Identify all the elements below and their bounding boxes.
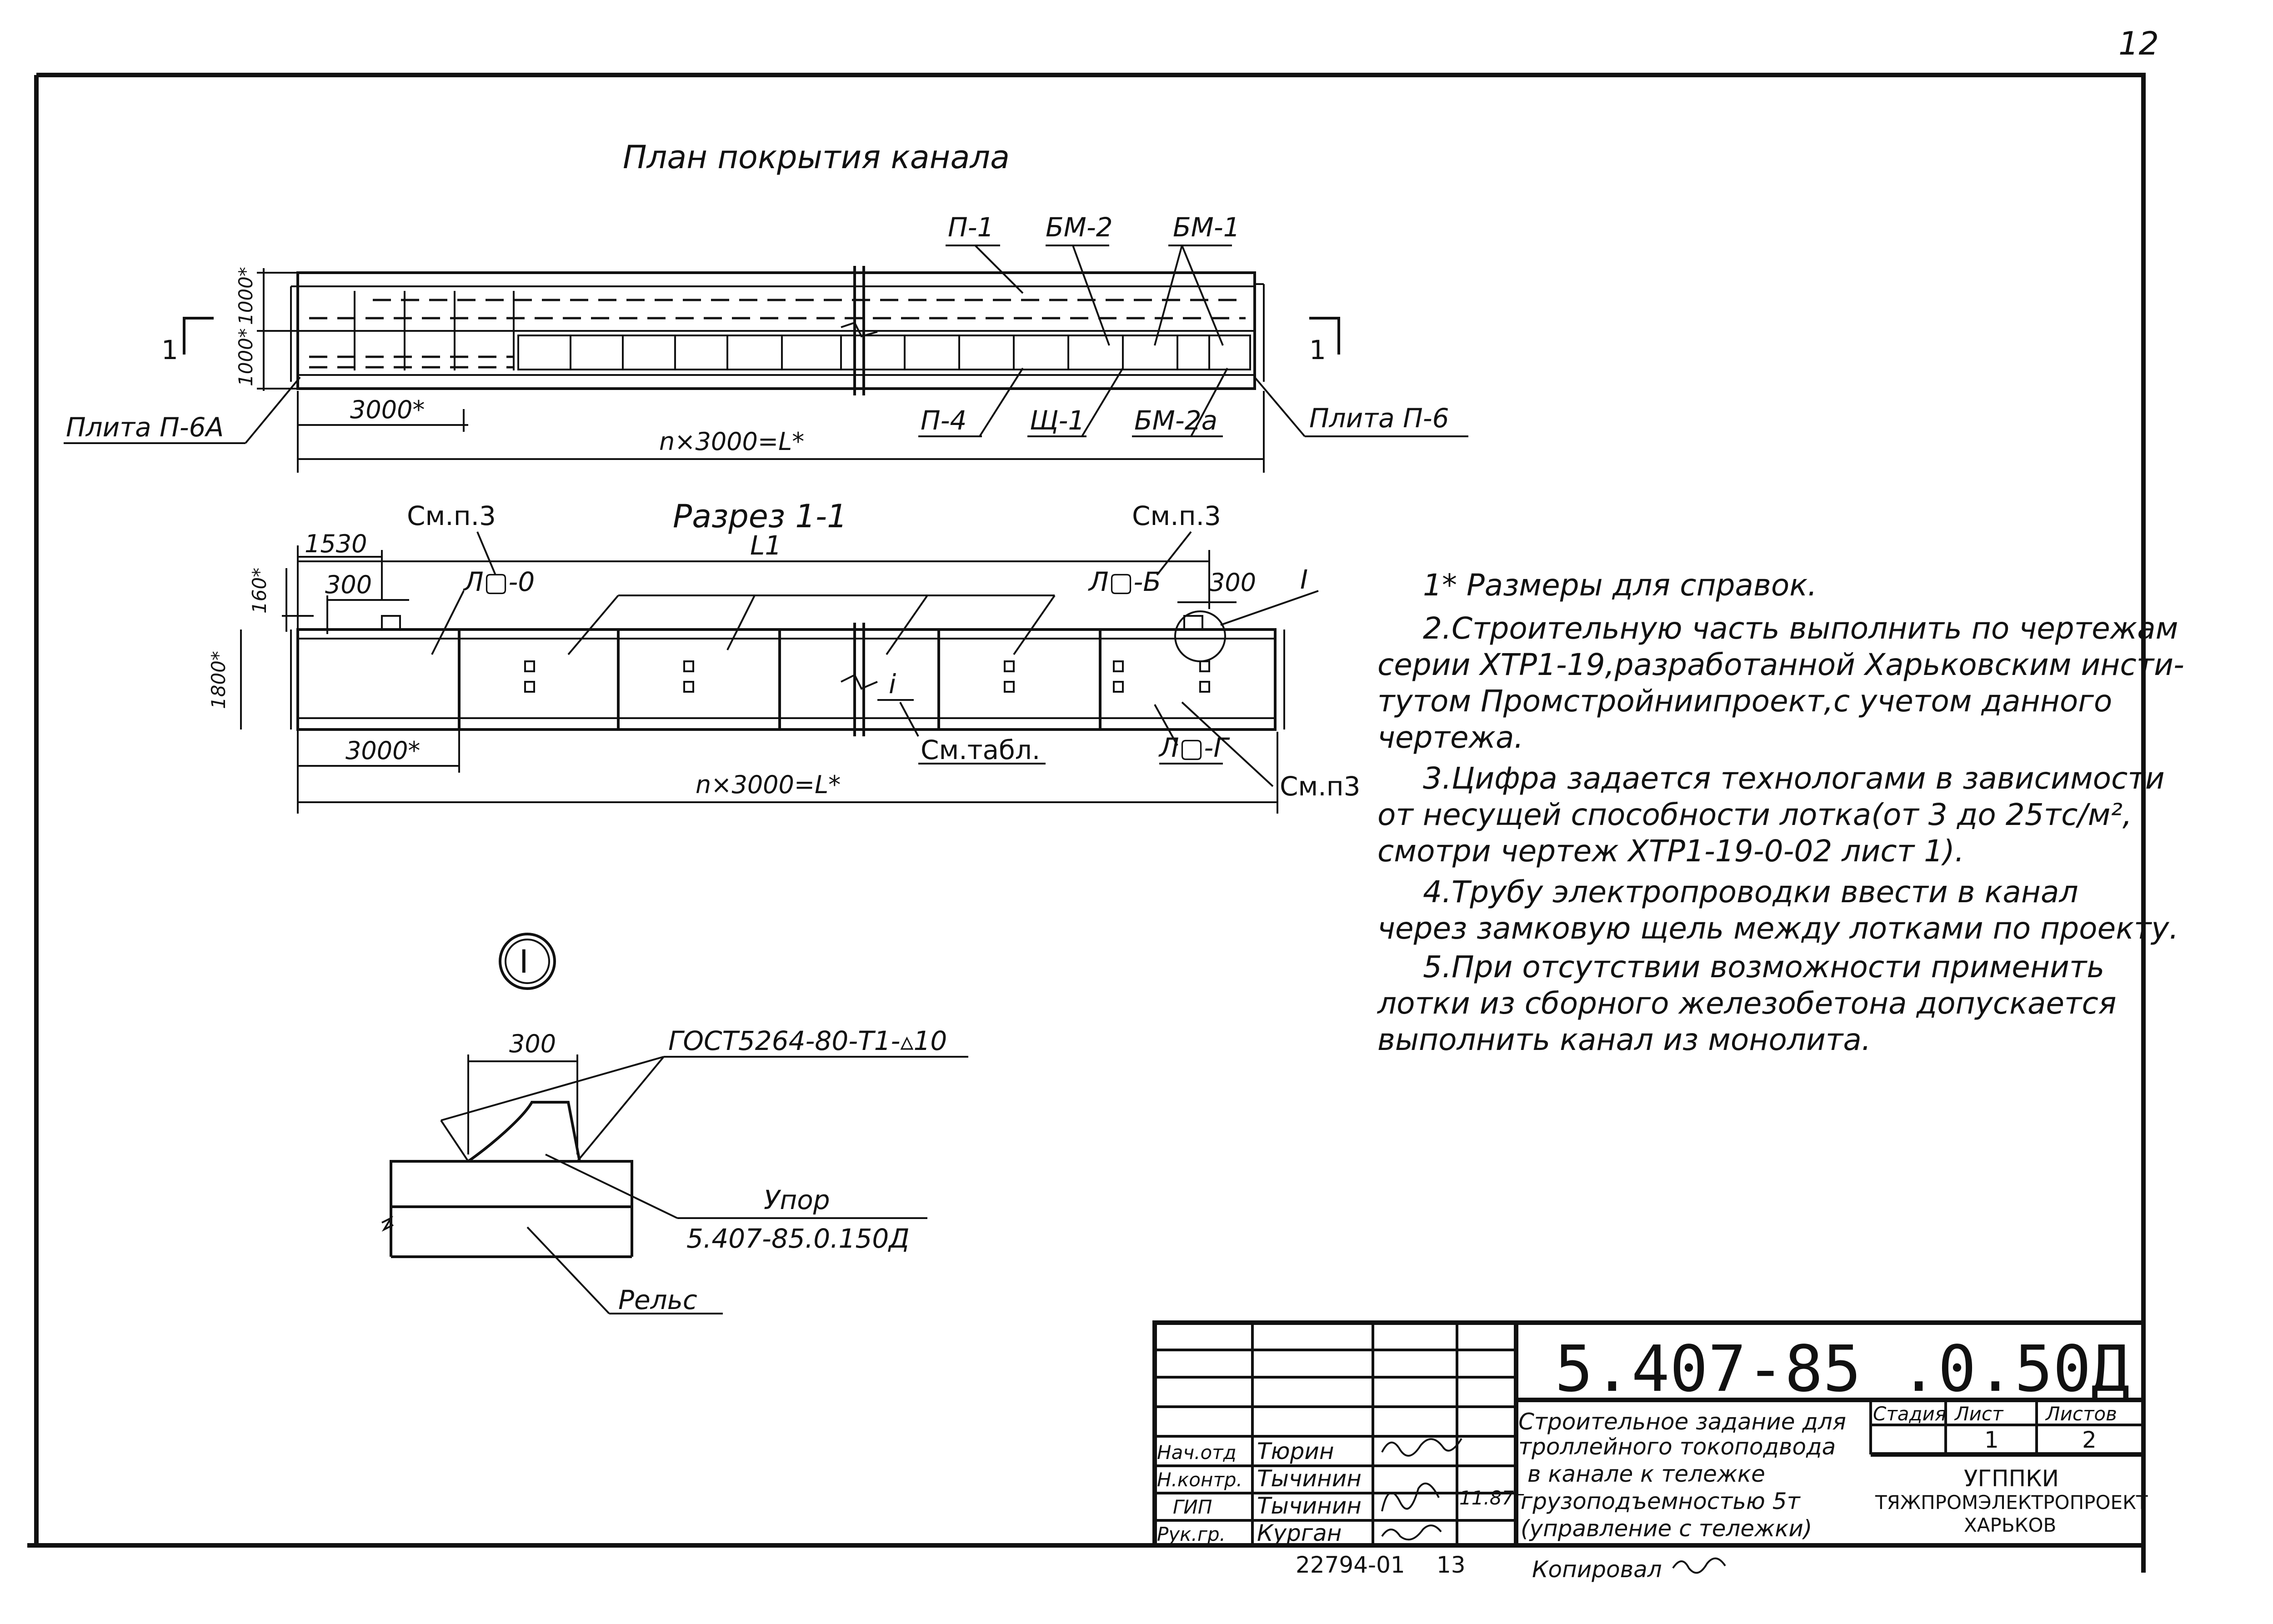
plan-view: План покрытия канала [64, 139, 1468, 473]
label-i: i [889, 669, 896, 700]
note-line: 3.Цифра задается технологами в зависимос… [1423, 761, 2165, 796]
dim-1800: 1800* [207, 651, 230, 709]
tb-sheet-header: Лист [1954, 1403, 2004, 1425]
label-l0: Л▢-0 [463, 566, 535, 597]
tb-description-line: троллейного токоподвода [1518, 1434, 1836, 1460]
note-line: через замковую щель между лотками по про… [1377, 911, 2178, 946]
detail-upor-code: 5.407-85.0.150Д [686, 1223, 910, 1254]
dim-300-left: 300 [325, 570, 372, 599]
label-p4: П-4 [921, 405, 966, 436]
tb-code: 5.407-85 .0.50Д [1555, 1332, 2129, 1406]
detail-view: I 300 ГОСТ5264-80-Т1-▵10 Упор 5.407-85.0… [381, 933, 968, 1315]
detail-mark: I [519, 943, 529, 980]
detail-rail: Рельс [618, 1284, 697, 1315]
plan-title: План покрытия канала [623, 139, 1010, 176]
dim-1000-top: 1000* [235, 267, 257, 325]
dim-160: 160* [248, 568, 270, 614]
tb-description-line: в канале к тележке [1527, 1461, 1765, 1487]
tb-description-line: грузоподъемностью 5т [1521, 1488, 1801, 1514]
tb-name: Тюрин [1257, 1438, 1334, 1464]
note-line: лотки из сборного железобетона допускает… [1377, 986, 2116, 1021]
tb-org-line: УГППКИ [1964, 1465, 2059, 1492]
label-sch1: Щ-1 [1030, 405, 1085, 436]
tb-stage-header: Стадия [1873, 1403, 1946, 1425]
tb-role: ГИП [1173, 1496, 1212, 1518]
tb-role: Рук.гр. [1157, 1523, 1226, 1545]
tb-sheets-header: Листов [2045, 1403, 2117, 1425]
label-smp3-left: См.п.3 [407, 500, 496, 531]
section-l1: L1 [750, 530, 781, 561]
dim-1530: 1530 [305, 530, 367, 558]
tb-copied: Копировал [1532, 1556, 1662, 1583]
notes: 1* Размеры для справок. 2.Строительную ч… [1377, 568, 2184, 1057]
label-plate-right: Плита П-6 [1309, 403, 1449, 434]
section-dim-3000: 3000* [345, 736, 420, 765]
label-bm2a: БМ-2а [1134, 405, 1217, 436]
page-number: 12 [2118, 25, 2159, 62]
note-line: 5.При отсутствии возможности применить [1423, 949, 2104, 984]
section-title: Разрез 1-1 [673, 498, 847, 535]
tb-inventory: 22794-01 [1296, 1552, 1405, 1578]
dim-1000-bottom: 1000* [235, 328, 257, 386]
tb-date: 11.87г [1459, 1487, 1524, 1509]
section-dim-total: n×3000=L* [696, 770, 841, 799]
tray-holes [524, 660, 1210, 693]
tray-joints [458, 630, 1101, 730]
tb-org-line: ТЯЖПРОМЭЛЕКТРОПРОЕКТ [1875, 1491, 2148, 1514]
tb-inventory-sheet: 13 [1437, 1552, 1466, 1578]
label-lb: Л▢-Б [1088, 566, 1161, 597]
detail-dim-300: 300 [509, 1029, 556, 1058]
section-view: Разрез 1-1 L1 1530 I [207, 498, 1361, 814]
title-block: Нач.отд Н.контр. ГИП Рук.гр. Тюрин Тычин… [1152, 1320, 2148, 1583]
label-plate-left: Плита П-6А [66, 412, 224, 443]
tb-org-line: ХАРЬКОВ [1964, 1514, 2056, 1536]
label-smp3-right: См.п.3 [1132, 500, 1221, 531]
label-smtabl: См.табл. [921, 735, 1040, 765]
note-line: серии ХТР1-19,разработанной Харьковским … [1377, 647, 2184, 682]
grating-cells [570, 335, 1210, 370]
tb-name: Тычинин [1257, 1493, 1362, 1519]
tb-role: Нач.отд [1157, 1441, 1237, 1464]
note-line: тутом Промстройниипроект,с учетом данног… [1377, 684, 2112, 719]
tb-name: Тычинин [1257, 1465, 1362, 1492]
signatures [1381, 1438, 1462, 1541]
tb-description-line: (управление с тележки) [1521, 1515, 1812, 1542]
label-bm1: БМ-1 [1173, 212, 1240, 243]
tb-name: Курган [1257, 1520, 1342, 1546]
label-smp3-bottom: См.п3 [1280, 771, 1361, 802]
label-bm2: БМ-2 [1046, 212, 1113, 243]
section-mark-right: 1 [1309, 335, 1326, 365]
note-line: чертежа. [1377, 720, 1523, 755]
section-mark-left: 1 [161, 335, 178, 365]
note-line: 2.Строительную часть выполнить по чертеж… [1423, 611, 2178, 646]
detail-weld: ГОСТ5264-80-Т1-▵10 [668, 1025, 947, 1056]
plan-dim-3000: 3000* [350, 395, 425, 424]
section-callout-I: I [1300, 564, 1308, 595]
tb-sheet-value: 1 [1984, 1427, 1999, 1453]
note-line: выполнить канал из монолита. [1377, 1022, 1871, 1057]
plan-dim-total: n×3000=L* [659, 427, 804, 456]
note-line: смотри чертеж ХТР1-19-0-02 лист 1). [1377, 834, 1964, 869]
note-line: от несущей способности лотка(от 3 до 25т… [1377, 797, 2132, 832]
tb-description-line: Строительное задание для [1518, 1409, 1846, 1435]
tb-role: Н.контр. [1157, 1469, 1242, 1491]
label-p1: П-1 [948, 212, 994, 243]
label-lg: Л▢-Г [1158, 732, 1230, 763]
copier-signature [1672, 1557, 1726, 1574]
detail-upor: Упор [764, 1184, 830, 1215]
note-line: 4.Трубу электропроводки ввести в канал [1423, 874, 2078, 909]
tb-sheets-value: 2 [2082, 1427, 2097, 1453]
dim-300-right: 300 [1209, 568, 1256, 597]
note-line: 1* Размеры для справок. [1423, 568, 1817, 603]
